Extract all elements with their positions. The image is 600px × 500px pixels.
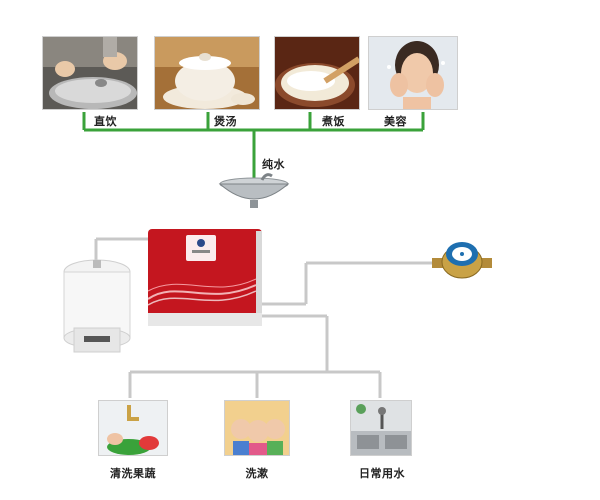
label-beauty: 美容	[384, 115, 407, 128]
label-daily-water: 日常用水	[359, 467, 405, 480]
label-direct-drinking: 直饮	[94, 115, 117, 128]
water-meter	[432, 236, 492, 280]
storage-tank	[62, 258, 132, 358]
tap-water-lines	[94, 237, 438, 398]
photo-toothbrushing	[224, 400, 290, 456]
photo-direct-drinking	[42, 36, 138, 110]
label-pure-water: 纯水	[262, 158, 285, 171]
water-purifier	[148, 229, 262, 326]
label-wash-vegetables: 清洗果蔬	[110, 467, 156, 480]
photo-daily-water	[350, 400, 412, 456]
photo-beauty	[368, 36, 458, 110]
label-soup: 煲汤	[214, 115, 237, 128]
label-rice: 煮饭	[322, 115, 345, 128]
photo-soup	[154, 36, 260, 110]
label-toothbrushing: 洗漱	[245, 467, 269, 480]
photo-rice	[274, 36, 360, 110]
photo-wash-vegetables	[98, 400, 168, 456]
pure-water-lines	[82, 112, 425, 178]
